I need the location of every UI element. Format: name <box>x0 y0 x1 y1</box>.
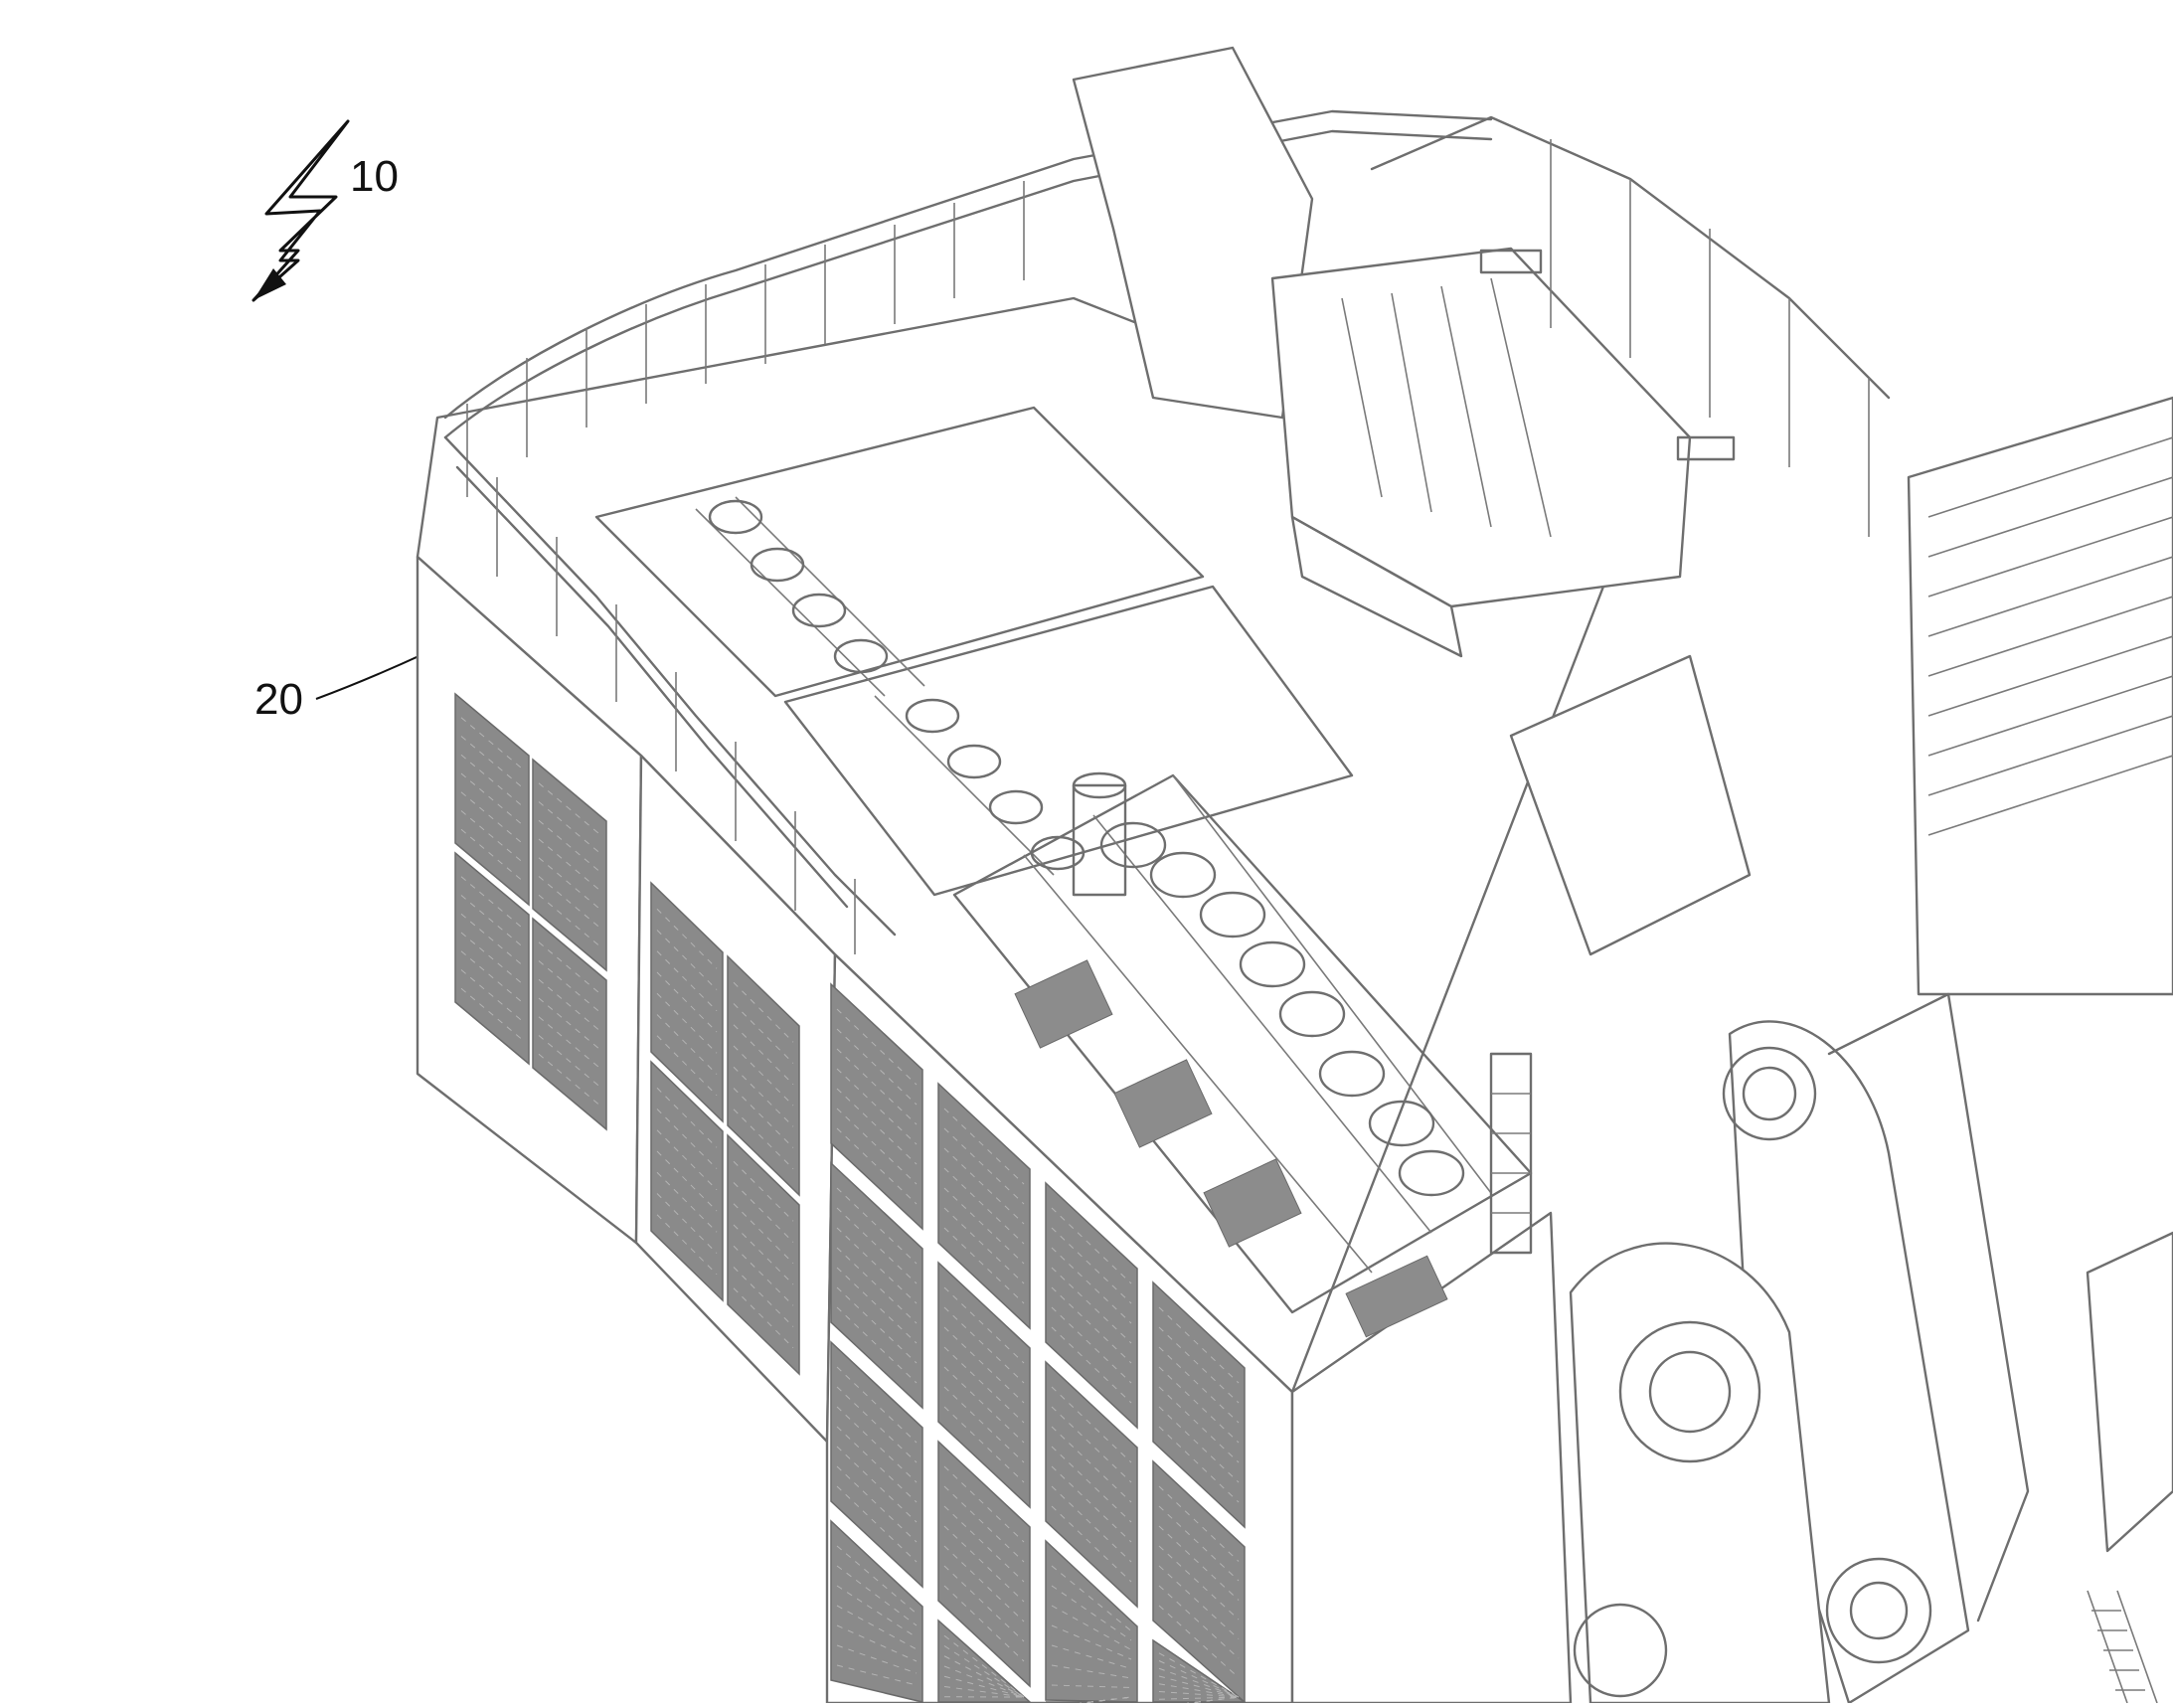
machine-housing <box>418 48 2173 1703</box>
reference-numeral-20: 20 <box>254 675 303 724</box>
lightning-arrow-icon <box>253 121 348 300</box>
reference-numeral-10: 10 <box>350 152 399 201</box>
